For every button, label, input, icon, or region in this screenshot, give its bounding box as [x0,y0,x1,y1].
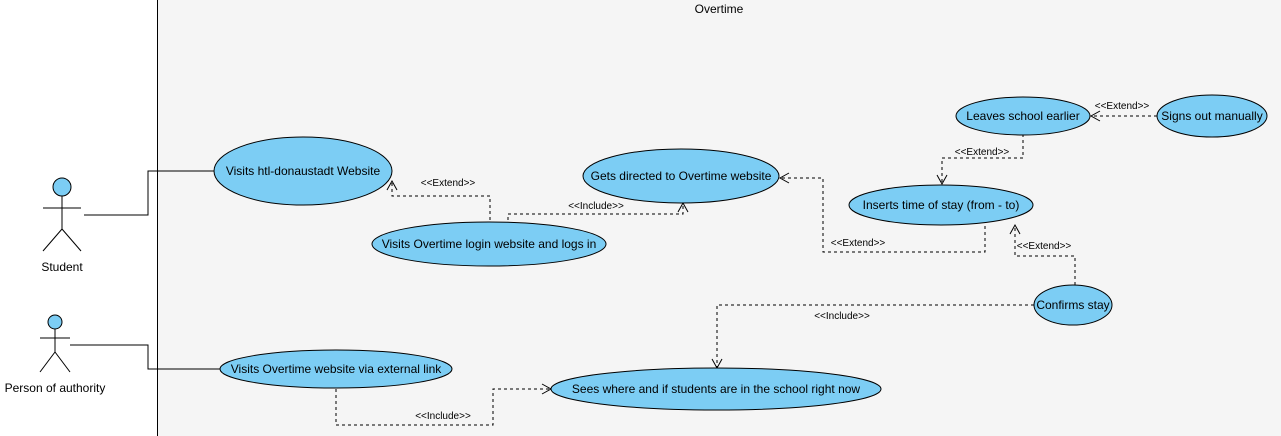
usecase-inserts-time[interactable] [848,184,1034,226]
usecase-label: Visits Overtime login website and logs i… [382,237,597,251]
relation-label-extend: <<Extend>> [421,178,476,189]
connector-include-external-sees [335,383,553,426]
actor-person-of-authority[interactable]: Person of authority [5,314,106,395]
association-authority-visits-external [70,344,220,370]
actor-student-label: Student [41,260,83,274]
usecase-confirms-stay[interactable] [1033,284,1113,326]
usecase-directed-overtime[interactable] [582,148,780,204]
usecase-label: Gets directed to Overtime website [591,169,772,183]
connector-include-login-directed [507,201,689,226]
connector-extend-confirms-inserts [1009,223,1076,285]
usecase-visits-external[interactable] [219,349,453,389]
system-title: Overtime [695,2,744,16]
association-student-visits-website [84,170,214,216]
usecase-signs-out[interactable] [1156,94,1268,138]
usecase-label: Signs out manually [1161,109,1262,123]
relation-label-extend: <<Extend>> [831,238,886,249]
actor-student[interactable]: Student [41,177,83,274]
usecase-label: Visits htl-donaustadt Website [226,164,381,178]
usecase-label: Sees where and if students are in the sc… [572,382,861,396]
stick-figure-icon [42,177,82,252]
relation-label-include: <<Include>> [814,311,870,322]
relation-label-include: <<Include>> [568,201,624,212]
usecase-login[interactable] [371,221,607,267]
relation-label-include: <<Include>> [415,411,471,422]
actor-authority-label: Person of authority [5,381,106,395]
usecase-leaves-early[interactable] [955,96,1091,136]
usecase-label: Confirms stay [1036,298,1109,312]
usecase-visits-website[interactable] [213,136,393,206]
connector-extend-login-website [386,179,491,226]
relation-label-extend: <<Extend>> [1095,101,1150,112]
stick-figure-icon [39,314,71,373]
usecase-label: Inserts time of stay (from - to) [863,198,1020,212]
usecase-sees-students[interactable] [550,367,882,411]
connector-extend-leaves-inserts [936,134,1024,186]
connector-extend-inserts-directed [778,172,986,253]
usecase-label: Leaves school earlier [966,109,1079,123]
relation-label-extend: <<Extend>> [955,147,1010,158]
relation-label-extend: <<Extend>> [1017,241,1072,252]
usecase-label: Visits Overtime website via external lin… [231,362,443,376]
